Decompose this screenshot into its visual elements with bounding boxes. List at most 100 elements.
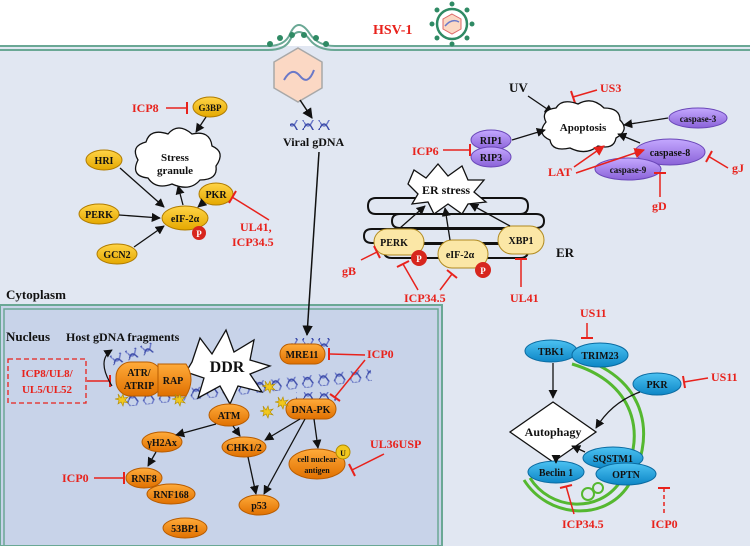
- dna-fragment-dnapk-icon: [296, 392, 336, 401]
- node-caspase9: caspase-9: [594, 157, 662, 181]
- svg-text:RIP1: RIP1: [480, 136, 502, 147]
- svg-text:PKR: PKR: [646, 380, 668, 391]
- inhibitor-icp8-sg: ICP8: [132, 101, 159, 115]
- hsv1-label: HSV-1: [373, 23, 412, 38]
- svg-text:P: P: [416, 254, 422, 264]
- nucleus-label: Nucleus: [6, 329, 50, 344]
- node-gcn2: GCN2: [96, 243, 138, 265]
- node-pkr-autophagy: PKR: [632, 372, 682, 396]
- node-perk-sg: PERK: [78, 203, 120, 225]
- er-stress-label: ER stress: [422, 183, 470, 197]
- svg-text:eIF-2α: eIF-2α: [446, 250, 475, 261]
- svg-text:eIF-2α: eIF-2α: [171, 214, 200, 225]
- node-dnapk: DNA-PK: [285, 398, 337, 420]
- ddr-burst: [185, 328, 272, 406]
- node-53bp1: 53BP1: [162, 517, 208, 539]
- svg-text:ATRIP: ATRIP: [124, 381, 154, 392]
- svg-text:caspase-8: caspase-8: [650, 148, 691, 159]
- entering-capsid-icon: [267, 32, 329, 103]
- svg-text:SQSTM1: SQSTM1: [593, 454, 633, 465]
- inhibitor-ul41-er: UL41: [510, 291, 539, 305]
- svg-text:RIP3: RIP3: [480, 153, 502, 164]
- svg-text:ICP8/UL8/: ICP8/UL8/: [21, 368, 73, 380]
- inhibitor-ul41-icp345-line2: ICP34.5: [232, 235, 274, 249]
- node-rnf8: RNF8: [125, 467, 163, 489]
- svg-text:RAP: RAP: [163, 376, 184, 387]
- node-cell-nuclear-antigen: cell nuclear antigen U: [288, 444, 351, 480]
- inhibitor-lat: LAT: [548, 165, 572, 179]
- svg-text:ATR/: ATR/: [127, 368, 150, 379]
- host-gdna-fragments-label: Host gDNA fragments: [66, 330, 180, 344]
- inhibitor-us3: US3: [600, 81, 621, 95]
- svg-text:RNF168: RNF168: [153, 490, 189, 501]
- svg-text:53BP1: 53BP1: [171, 524, 199, 535]
- autophagy-label: Autophagy: [525, 425, 582, 439]
- dna-fragment-mre11-icon: [290, 338, 330, 347]
- svg-text:p53: p53: [251, 501, 267, 512]
- node-eif2a-sg: eIF-2α P: [161, 205, 209, 240]
- apoptosis-cloud: [541, 100, 625, 153]
- inhibitor-gj: gJ: [732, 161, 744, 175]
- nuclear-membrane-inner: [3, 308, 439, 546]
- svg-text:P: P: [480, 266, 486, 276]
- node-sqstm1-optn: SQSTM1 OPTN: [582, 446, 657, 486]
- inhibitor-ul41-icp345-line1: UL41,: [240, 220, 272, 234]
- svg-text:TRIM23: TRIM23: [581, 351, 618, 362]
- cytoplasm-label: Cytoplasm: [6, 287, 66, 302]
- svg-text:ATM: ATM: [218, 411, 241, 422]
- node-rnf168: RNF168: [146, 483, 196, 505]
- svg-text:HRI: HRI: [95, 156, 114, 167]
- node-atr-atrip: ATR/ ATRIP: [115, 361, 163, 397]
- svg-text:caspase-3: caspase-3: [680, 114, 717, 124]
- inhibitor-us11-pkr: US11: [711, 370, 738, 384]
- svg-text:PERK: PERK: [85, 210, 113, 221]
- svg-text:caspase-9: caspase-9: [610, 165, 647, 175]
- viral-gdna-label: Viral gDNA: [283, 135, 345, 149]
- inhibitor-icp345-beclin: ICP34.5: [562, 517, 604, 531]
- node-pkr-sg: PKR: [198, 182, 234, 206]
- svg-text:RNF8: RNF8: [131, 474, 157, 485]
- node-p53: p53: [238, 494, 280, 516]
- node-mre11: MRE11: [279, 343, 326, 365]
- node-eif2a-er: eIF-2α P: [437, 239, 491, 278]
- node-atm: ATM: [208, 403, 250, 427]
- inhibitor-us11-tbk1: US11: [580, 306, 607, 320]
- node-chk12: CHK1/2: [221, 436, 267, 458]
- ddr-label: DDR: [210, 359, 245, 376]
- stress-granule-label-2: granule: [157, 165, 193, 177]
- node-perk-er: PERK P: [373, 228, 427, 266]
- apoptosis-label: Apoptosis: [560, 122, 607, 134]
- svg-text:GCN2: GCN2: [103, 250, 130, 261]
- hsv1-virion-icon: [429, 1, 475, 47]
- stress-granule-cloud: [134, 127, 221, 188]
- inhibitor-ul36usp: UL36USP: [370, 437, 421, 451]
- phospho-starburst-icons: [114, 380, 289, 419]
- svg-text:γH2Ax: γH2Ax: [146, 438, 177, 449]
- inhibitor-gb: gB: [342, 264, 356, 278]
- node-beclin1: Beclin 1: [527, 460, 585, 484]
- node-rip1-rip3: RIP1 RIP3: [470, 129, 512, 168]
- node-xbp1: XBP1: [497, 225, 545, 255]
- svg-text:OPTN: OPTN: [612, 470, 641, 481]
- cell-membrane-outer: [0, 24, 750, 47]
- inhibitor-box-icp8-ul8-ul5-ul52: ICP8/UL8/ UL5/UL52: [7, 358, 87, 404]
- svg-text:MRE11: MRE11: [286, 350, 319, 361]
- svg-text:U: U: [340, 449, 346, 458]
- svg-text:UL5/UL52: UL5/UL52: [22, 384, 73, 396]
- node-g3bp: G3BP: [192, 96, 228, 118]
- svg-text:TBK1: TBK1: [538, 347, 564, 358]
- inhibitor-icp0-mre11: ICP0: [367, 347, 394, 361]
- svg-text:PERK: PERK: [380, 238, 408, 249]
- cell-membrane-inner: [0, 31, 750, 51]
- er-label: ER: [556, 245, 575, 260]
- node-rap: RAP: [157, 363, 192, 397]
- svg-text:Beclin 1: Beclin 1: [539, 468, 573, 479]
- svg-text:DNA-PK: DNA-PK: [292, 405, 331, 416]
- node-tbk1: TBK1: [524, 339, 578, 363]
- node-caspase8: caspase-8: [634, 138, 706, 166]
- svg-text:CHK1/2: CHK1/2: [226, 443, 262, 454]
- svg-text:cell nuclear: cell nuclear: [297, 455, 337, 464]
- svg-text:XBP1: XBP1: [509, 236, 534, 247]
- inhibitor-gd: gD: [652, 199, 667, 213]
